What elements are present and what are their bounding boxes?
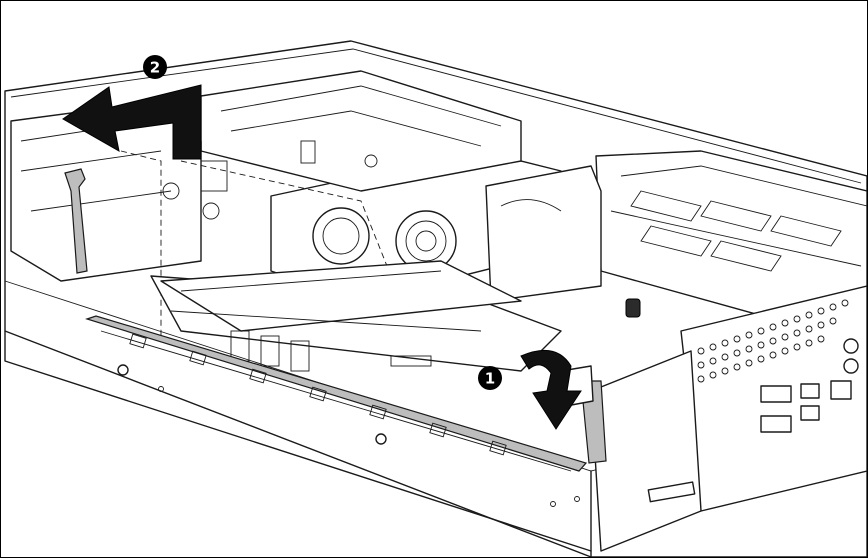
rear-io-panel	[590, 285, 867, 552]
chassis-screws	[117, 364, 580, 507]
callout-2-number: 2	[150, 59, 160, 77]
thumbscrew	[625, 298, 641, 318]
callout-2: 2	[143, 55, 167, 79]
power-supply-cage	[595, 150, 867, 322]
release-lever	[64, 168, 88, 274]
vent-grid	[697, 299, 849, 383]
arrow-rotate-latch	[520, 349, 582, 430]
fan-assembly	[270, 150, 602, 302]
callout-1: 1	[478, 366, 502, 390]
side-rail	[85, 315, 588, 472]
callout-1-number: 1	[485, 370, 495, 388]
arrow-slide-out	[62, 84, 202, 160]
